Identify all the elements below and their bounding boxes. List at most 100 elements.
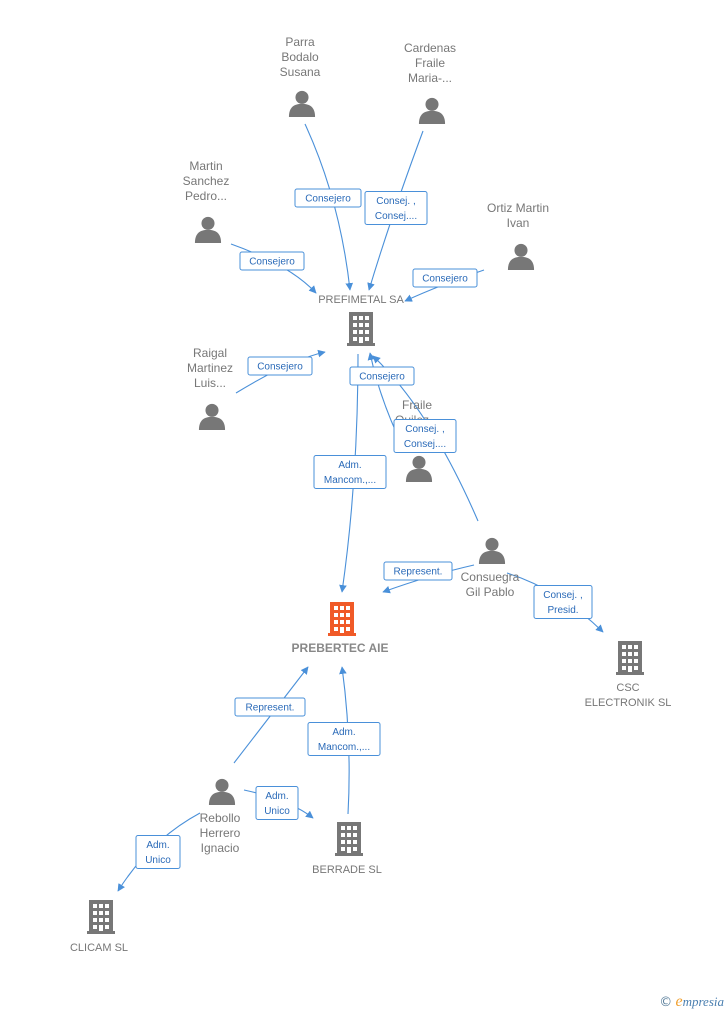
- company-name-prefimetal: PREFIMETAL SA: [318, 294, 404, 306]
- person-name-martin-line: Sanchez: [183, 174, 230, 188]
- edge-label-text: Consej. ,: [405, 424, 444, 435]
- edge-label-parra-to-prefimetal[interactable]: Consejero: [294, 188, 362, 208]
- building-icon: [347, 312, 375, 346]
- edge-label-raigal-to-prefimetal[interactable]: Consejero: [247, 356, 313, 376]
- person-name-parra-line: Parra: [285, 35, 315, 49]
- edge-label-text: Adm.: [332, 727, 355, 738]
- company-node-prefimetal[interactable]: PREFIMETAL SA: [318, 294, 404, 346]
- brand-logo-text: mpresia: [682, 994, 724, 1009]
- company-name-berrade: BERRADE SL: [312, 864, 382, 876]
- edge-label-text: Represent.: [246, 703, 295, 714]
- company-node-csc[interactable]: CSC ELECTRONIK SL: [585, 641, 672, 709]
- person-icon: [194, 216, 222, 243]
- edge-label-rebollo-to-prebertec[interactable]: Represent.: [234, 697, 306, 717]
- person-name-rebollo-line: Herrero: [200, 826, 241, 840]
- person-name-cardenas-line: Maria-...: [408, 71, 452, 85]
- edge-label-text: Consej. ,: [543, 590, 582, 601]
- edge-label-box: [239, 251, 305, 271]
- person-name-raigal-line: Martinez: [187, 361, 233, 375]
- edge-label-text: Unico: [264, 806, 290, 817]
- company-name-csc-line: ELECTRONIK SL: [585, 697, 672, 709]
- edge-label-text: Mancom.,...: [324, 475, 376, 486]
- person-name-martin-line: Pedro...: [185, 189, 227, 203]
- person-name-martin-line: Martin: [189, 159, 222, 173]
- person-name-ortiz-line: Ortiz Martin: [487, 201, 549, 215]
- edge-label-consuegra-to-prefimetal[interactable]: Consej. ,Consej....: [393, 419, 457, 453]
- building-icon: [87, 900, 115, 934]
- edge-label-text: Consejero: [257, 362, 303, 373]
- company-name-prefimetal-line: PREFIMETAL SA: [318, 294, 404, 306]
- edge-label-box: [313, 455, 387, 489]
- person-icon: [208, 778, 236, 805]
- company-name-clicam-line: CLICAM SL: [70, 942, 128, 954]
- edges-layer: [117, 123, 604, 892]
- edge-label-fraile-to-prefimetal[interactable]: Consejero: [349, 366, 415, 386]
- edge-label-prefimetal-to-prebertec[interactable]: Adm. Mancom.,...: [313, 455, 387, 489]
- edge-label-box: [393, 419, 457, 453]
- person-name-parra-line: Bodalo: [281, 50, 319, 64]
- building-icon: [328, 602, 356, 636]
- company-node-clicam[interactable]: CLICAM SL: [70, 900, 128, 954]
- edge-label-text: Adm.: [146, 840, 169, 851]
- company-node-prebertec[interactable]: PREBERTEC AIE: [292, 602, 389, 655]
- edge-label-consuegra-to-csc[interactable]: Consej. , Presid.: [533, 585, 593, 619]
- edge-label-text: Adm.: [338, 460, 361, 471]
- person-name-raigal-line: Luis...: [194, 376, 226, 390]
- person-name-rebollo-line: Ignacio: [201, 841, 240, 855]
- person-name-ortiz-line: Ivan: [507, 216, 530, 230]
- edge-label-box: [135, 835, 181, 869]
- edge-label-text: Consej....: [375, 211, 417, 222]
- footer-brand[interactable]: © empresia: [659, 993, 724, 1011]
- edge-label-box: [247, 356, 313, 376]
- person-name-rebollo-line: Rebollo: [200, 811, 241, 825]
- edge-label-rebollo-to-clicam[interactable]: Adm. Unico: [135, 835, 181, 869]
- person-icon: [478, 537, 506, 564]
- edge-label-text: Unico: [145, 855, 171, 866]
- edge-label-box: [364, 191, 428, 225]
- edge-label-text: Consejero: [422, 274, 468, 285]
- edge-label-consuegra-to-prebertec[interactable]: Represent.: [383, 561, 453, 581]
- edge-label-cardenas-to-prefimetal[interactable]: Consej. ,Consej....: [364, 191, 428, 225]
- company-name-prebertec-line: PREBERTEC AIE: [292, 641, 389, 655]
- edge-label-martin-to-prefimetal[interactable]: Consejero: [239, 251, 305, 271]
- company-name-berrade-line: BERRADE SL: [312, 864, 382, 876]
- person-name-consuegra-line: Gil Pablo: [466, 585, 515, 599]
- person-name-parra-line: Susana: [280, 65, 321, 79]
- edge-label-text: Represent.: [394, 567, 443, 578]
- edge-label-box: [307, 722, 381, 756]
- company-node-berrade[interactable]: BERRADE SL: [312, 822, 382, 876]
- building-icon: [335, 822, 363, 856]
- edge-label-box: [533, 585, 593, 619]
- edge-label-berrade-to-prebertec[interactable]: Adm.Mancom.,...: [307, 722, 381, 756]
- building-icon: [616, 641, 644, 675]
- person-name-raigal-line: Raigal: [193, 346, 227, 360]
- edge-label-text: Adm.: [265, 791, 288, 802]
- edge-label-rebollo-to-berrade[interactable]: Adm. Unico: [255, 786, 299, 820]
- edge-label-text: Presid.: [547, 605, 578, 616]
- person-icon: [198, 403, 226, 430]
- edge-label-ortiz-to-prefimetal[interactable]: Consejero: [412, 268, 478, 288]
- person-name-cardenas-line: Cardenas: [404, 41, 456, 55]
- company-name-csc-line: CSC: [616, 682, 639, 694]
- edge-label-box: [234, 697, 306, 717]
- person-name-consuegra-line: Consuegra: [461, 570, 520, 584]
- edge-label-box: [255, 786, 299, 820]
- company-name-prebertec: PREBERTEC AIE: [292, 641, 389, 655]
- person-icon: [405, 455, 433, 482]
